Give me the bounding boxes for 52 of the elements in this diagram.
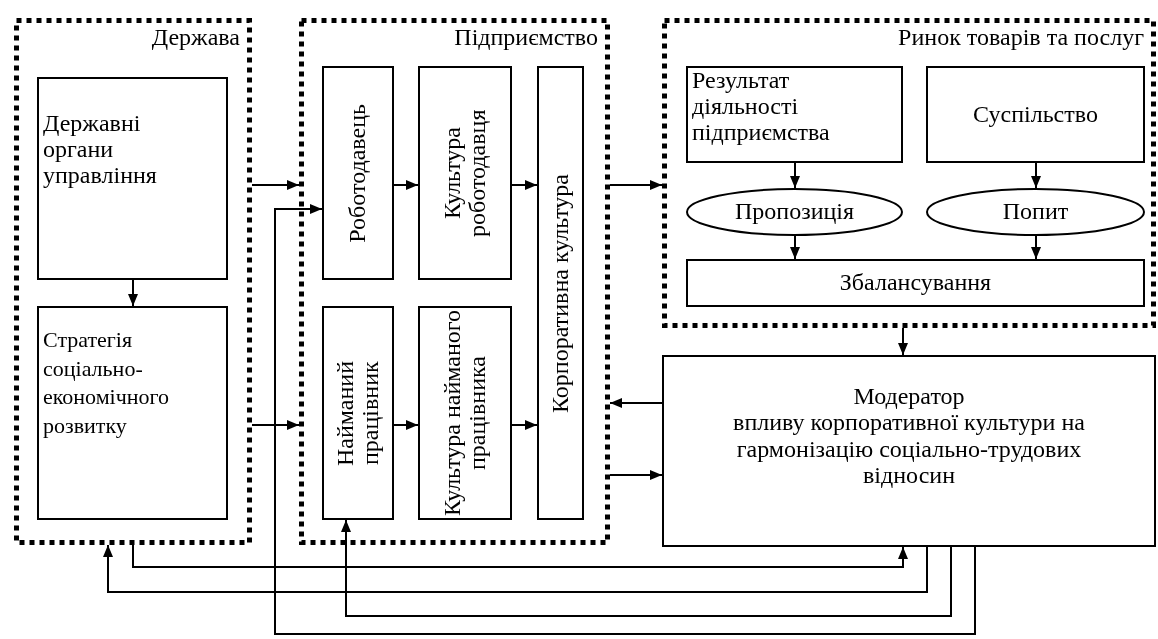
- group-frame: [299, 18, 610, 545]
- arrow: [609, 180, 663, 190]
- process-box: [686, 259, 1145, 307]
- arrow: [790, 235, 800, 260]
- process-box: [662, 355, 1156, 547]
- node-label: Збалансування: [839, 270, 992, 296]
- process-box: [322, 66, 394, 280]
- node-label: Культура роботодавця: [439, 108, 491, 239]
- node-label: Суспільство: [973, 101, 1098, 128]
- arrow: [1031, 162, 1041, 189]
- arrow: [1031, 235, 1041, 260]
- arrow: [511, 420, 538, 430]
- arrow: [103, 544, 928, 593]
- arrow: [274, 204, 976, 635]
- group-title: Держава: [151, 23, 241, 51]
- arrow: [251, 180, 300, 190]
- process-box: [537, 66, 584, 520]
- arrow: [132, 544, 908, 568]
- arrow: [393, 180, 419, 190]
- group-frame: [662, 18, 1156, 328]
- node-label: Стратегія соціально-економічного розвитку: [42, 326, 171, 440]
- arrow: [128, 279, 138, 307]
- node-label: Роботодавець: [345, 103, 371, 243]
- node-label: Результат діяльності підприємства: [691, 68, 831, 146]
- process-box: [322, 306, 394, 520]
- process-box: [37, 306, 228, 520]
- arrow: [511, 180, 538, 190]
- arrow: [251, 420, 300, 430]
- process-box: [926, 66, 1145, 163]
- process-box: [418, 306, 512, 520]
- node-label: Культура найманого працівника: [439, 308, 491, 518]
- arrow: [790, 162, 800, 189]
- ellipse-node: [926, 188, 1145, 236]
- process-box: [418, 66, 512, 280]
- node-label: Найманий працівник: [332, 359, 384, 468]
- group-title: Підприємство: [454, 23, 599, 51]
- arrow: [898, 327, 908, 356]
- arrow: [609, 470, 663, 480]
- ellipse-node: [686, 188, 903, 236]
- node-label: Модератор: [853, 383, 965, 410]
- node-label: Попит: [1002, 199, 1069, 225]
- node-label: Пропозиція: [734, 199, 855, 225]
- group-title: Ринок товарів та послуг: [898, 23, 1145, 51]
- arrow: [609, 398, 663, 408]
- group-frame: [14, 18, 252, 545]
- node-label: Державні органи управління: [42, 111, 158, 189]
- arrow: [341, 519, 952, 617]
- node-label: впливу корпоративної культури на гармонізацію соціально-трудових відносин: [732, 409, 1086, 489]
- process-box: [686, 66, 903, 163]
- node-label: Корпоративна культура: [547, 173, 574, 413]
- process-box: [37, 77, 228, 280]
- arrow: [393, 420, 419, 430]
